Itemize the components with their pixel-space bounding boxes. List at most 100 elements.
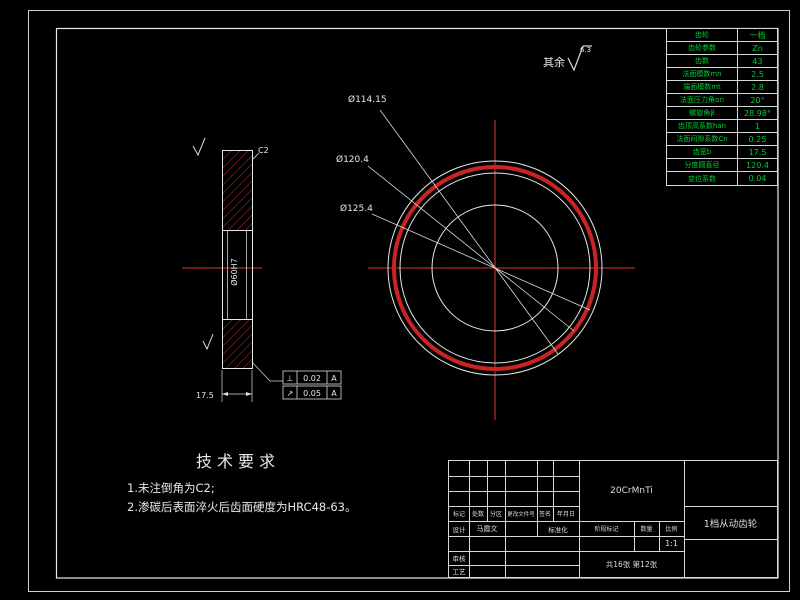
sheet-count: 共16张 第12张 — [605, 559, 658, 569]
bore-circle — [431, 204, 559, 332]
tech-requirement-2: 2.渗碳后表面淬火后齿面硬度为HRC48-63。 — [127, 500, 357, 514]
gear-front-view — [367, 109, 635, 420]
surface-roughness-value: 6.3 — [580, 46, 591, 54]
param-value: 1 — [754, 121, 761, 131]
scale-value: 1:1 — [665, 539, 678, 548]
param-value: 0.25 — [748, 134, 767, 144]
gear-parameter-table: 齿轮 一档 齿轮参数 Zn 齿数 43 法面模数mn 2.5 端面模数mt 2.8 法面压… — [666, 28, 778, 186]
grid-line — [684, 506, 777, 507]
tech-requirements-title: 技术要求 — [196, 452, 281, 471]
width-dimension: 17.5 — [196, 391, 214, 400]
roughness-icon — [202, 333, 214, 351]
table-row: 端面模数mt 2.8 — [667, 81, 777, 94]
chamfer-label: C2 — [258, 146, 269, 155]
diameter-label-1: Ø114.15 — [348, 94, 387, 105]
label-process: 工艺 — [452, 568, 466, 576]
table-row: 齿轮参数 Zn — [667, 42, 777, 55]
bore-dimension: Ø60H7 — [229, 258, 239, 286]
tolerance-datum: A — [331, 374, 337, 383]
tolerance-symbol: ↗ — [287, 389, 294, 398]
grid-line — [684, 539, 777, 540]
label-mark: 标记 — [452, 511, 465, 518]
tip-circle — [387, 160, 603, 376]
table-row: 法面压力角αn 20° — [667, 94, 777, 107]
param-label: 螺旋角β — [667, 107, 738, 119]
grid-line — [537, 461, 538, 536]
title-block: 标记 处数 分区 更改文件号 签名 年月日 设计 马霞文 标准化 审核 工艺 2… — [448, 460, 778, 578]
label-scale: 比例 — [665, 526, 678, 533]
grid-line — [449, 521, 684, 522]
grid-line — [579, 461, 580, 577]
grid-line — [449, 551, 684, 552]
diameter-label-3: Ø125.4 — [340, 203, 373, 214]
label-date: 年月日 — [556, 511, 575, 518]
label-standardize: 标准化 — [548, 525, 568, 534]
grid-line — [449, 565, 579, 566]
label-design: 设计 — [452, 525, 466, 534]
param-value: 2.5 — [751, 69, 764, 79]
table-row: 齿顶高系数han 1 — [667, 120, 777, 133]
grid-line — [449, 491, 579, 492]
label-sign: 签名 — [538, 511, 551, 518]
param-label: 齿顶高系数han — [667, 120, 738, 132]
grid-line — [505, 461, 506, 577]
param-label: 变位系数 — [667, 172, 738, 185]
param-label: 齿宽b — [667, 146, 738, 158]
label-zone: 分区 — [489, 511, 502, 518]
material-spec: 20CrMnTi — [610, 486, 653, 496]
roughness-icon — [567, 45, 584, 72]
param-value: 20° — [750, 95, 765, 105]
label-change-doc: 更改文件号 — [507, 511, 535, 518]
grid-line — [449, 506, 579, 507]
root-circle — [399, 172, 591, 364]
designer-name: 马霞文 — [476, 524, 498, 533]
param-value: 一档 — [749, 30, 766, 40]
diameter-label-2: Ø120.4 — [336, 154, 369, 165]
drawing-frame — [28, 10, 790, 592]
table-row: 螺旋角β 28.98° — [667, 107, 777, 120]
table-row: 齿轮 一档 — [667, 29, 777, 42]
table-row: 法面模数mn 2.5 — [667, 68, 777, 81]
grid-line — [449, 536, 684, 537]
param-value: 2.8 — [751, 82, 764, 92]
roughness-icon — [192, 137, 206, 157]
geometric-tolerance-frames: ⊥ 0.02 A ↗ 0.05 A — [251, 361, 342, 400]
param-label: 端面模数mt — [667, 81, 738, 93]
param-label: 分度圆直径 — [667, 159, 738, 171]
grid-line — [684, 461, 685, 577]
param-label: 法面模数mn — [667, 68, 738, 80]
param-value: 28.98° — [744, 108, 771, 118]
grid-line — [449, 476, 579, 477]
param-value: 17.5 — [748, 147, 767, 157]
param-value: Zn — [752, 43, 763, 53]
table-row: 分度圆直径 120.4 — [667, 159, 777, 172]
param-label: 齿轮 — [667, 29, 738, 41]
label-stage: 阶段标记 — [594, 526, 619, 533]
part-name: 1档从动齿轮 — [703, 518, 758, 530]
param-label: 法面压力角αn — [667, 94, 738, 106]
param-label: 齿轮参数 — [667, 42, 738, 54]
surface-note: 其余 — [543, 55, 565, 69]
pitch-circle-red — [392, 165, 598, 371]
label-qty: 数量 — [640, 526, 653, 533]
grid-line — [469, 461, 470, 577]
param-value: 120.4 — [746, 160, 769, 170]
param-value: 43 — [752, 56, 763, 66]
tech-requirement-1: 1.未注倒角为C2; — [127, 481, 215, 495]
table-row: 变位系数 0.04 — [667, 172, 777, 185]
tolerance-value: 0.02 — [303, 374, 321, 383]
param-label: 齿数 — [667, 55, 738, 67]
tolerance-datum: A — [331, 389, 337, 398]
label-count: 处数 — [471, 511, 484, 518]
param-value: 0.04 — [748, 174, 767, 183]
table-row: 齿数 43 — [667, 55, 777, 68]
gear-section-view: ⊥ 0.02 A ↗ 0.05 A — [182, 137, 342, 402]
label-check: 审核 — [452, 555, 466, 563]
tolerance-value: 0.05 — [303, 389, 321, 398]
tolerance-symbol: ⊥ — [287, 374, 294, 383]
dimension-annotations: Ø114.15 Ø120.4 Ø125.4 C2 17.5 Ø60H7 其余 6… — [196, 45, 592, 400]
table-row: 齿宽b 17.5 — [667, 146, 777, 159]
